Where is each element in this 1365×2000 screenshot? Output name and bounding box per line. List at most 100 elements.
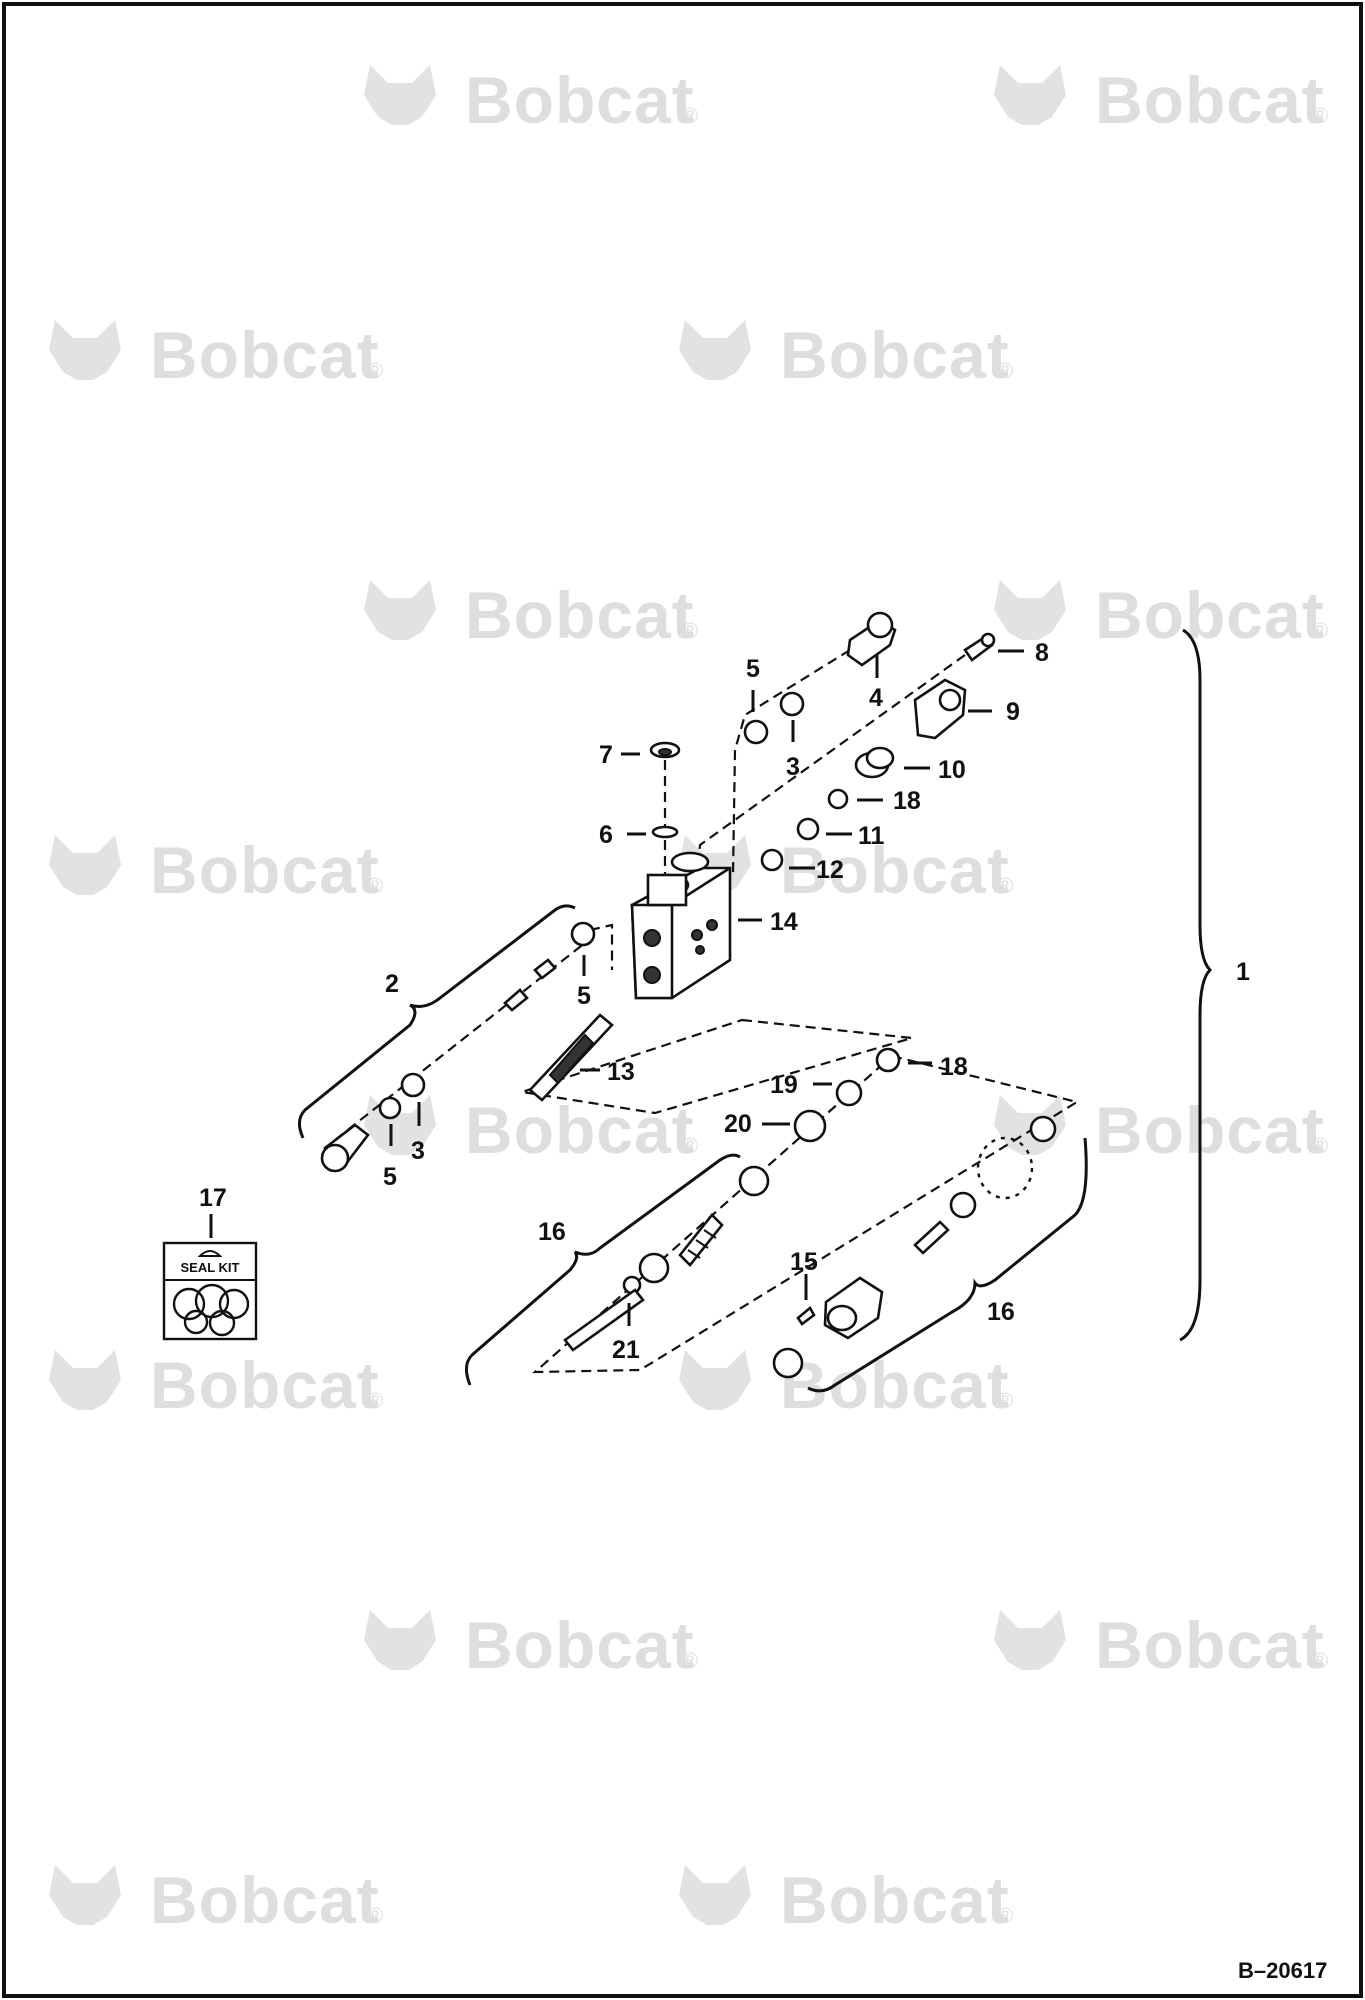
callout-13: 13 [607,1058,635,1086]
watermark-text: Bobcat [1095,1608,1325,1682]
washer-20 [793,1109,827,1143]
bobcat-watermark: Bobcat® [49,1348,383,1422]
bobcat-watermark: Bobcat® [679,833,1013,907]
callout-6: 6 [599,821,613,849]
spool-13 [528,1013,614,1102]
callout-1: 1 [1236,958,1250,986]
screw-8 [963,632,996,662]
watermark-text: Bobcat [150,1863,380,1937]
plug-lower [772,1347,804,1379]
watermark-registered-mark: ® [682,1133,698,1158]
bobcat-logo-icon [994,65,1066,125]
bobcat-logo-icon [364,65,436,125]
watermark-text: Bobcat [465,578,695,652]
watermark-text: Bobcat [465,1093,695,1167]
bobcat-watermark: Bobcat® [679,1348,1013,1422]
plug-10 [854,746,895,779]
seal-19 [835,1079,863,1107]
bobcat-logo-icon [49,320,121,380]
watermark-text: Bobcat [1095,63,1325,137]
callout-labels: 1 2 3 3 4 5 5 5 5 6 7 8 9 10 11 12 13 14… [199,639,1250,1364]
watermark-registered-mark: ® [682,618,698,643]
cap-9 [913,678,967,740]
oring-18-low [875,1047,901,1073]
callout-9: 9 [1006,698,1020,726]
bobcat-logo-icon [994,1610,1066,1670]
watermark-registered-mark: ® [367,358,383,383]
fitting-4 [846,611,897,667]
spring-right [913,1220,950,1255]
screw-15 [796,1306,816,1326]
callout-3-left: 3 [411,1137,425,1165]
bobcat-watermark: Bobcat® [994,578,1328,652]
spool-assembly-2 [503,958,557,1012]
callout-21: 21 [612,1336,640,1364]
bobcat-logo-icon [364,1610,436,1670]
bobcat-watermark: Bobcat® [679,1863,1013,1937]
callout-5-mid: 5 [577,982,591,1010]
oring-5-mid [570,921,596,947]
ring-11 [796,817,820,841]
end-cap-15 [823,1276,884,1340]
clip-6 [651,825,679,839]
bobcat-watermark: Bobcat® [49,1863,383,1937]
callout-10: 10 [938,756,966,784]
callout-5-top: 5 [746,655,760,683]
watermark-registered-mark: ® [997,1903,1013,1928]
watermark-text: Bobcat [1095,578,1325,652]
callout-14: 14 [770,908,798,936]
watermark-registered-mark: ® [1312,1133,1328,1158]
watermark-registered-mark: ® [997,873,1013,898]
watermark-layer: Bobcat®Bobcat®Bobcat®Bobcat®Bobcat®Bobca… [49,63,1328,1937]
bobcat-logo-icon [679,320,751,380]
watermark-registered-mark: ® [1312,103,1328,128]
bobcat-watermark: Bobcat® [364,578,698,652]
watermark-text: Bobcat [150,1348,380,1422]
callout-18-top: 18 [893,787,921,815]
callout-19: 19 [770,1071,798,1099]
callout-18-low: 18 [940,1053,968,1081]
watermark-registered-mark: ® [997,358,1013,383]
oring-18-top [827,788,849,810]
watermark-text: Bobcat [1095,1093,1325,1167]
bobcat-watermark: Bobcat® [994,1608,1328,1682]
bobcat-watermark: Bobcat® [994,63,1328,137]
bobcat-watermark: Bobcat® [364,1608,698,1682]
watermark-registered-mark: ® [682,103,698,128]
watermark-registered-mark: ® [1312,618,1328,643]
bobcat-logo-icon [49,1865,121,1925]
callout-20: 20 [724,1110,752,1138]
cap-upper [738,1165,770,1197]
watermark-text: Bobcat [465,63,695,137]
bobcat-logo-icon [679,1350,751,1410]
spring-upper [678,1213,724,1267]
seal-kit-17: SEAL KIT [162,1241,258,1341]
seat-lower [638,1252,670,1284]
watermark-text: Bobcat [780,1863,1010,1937]
washer-right [949,1191,977,1219]
callout-17: 17 [199,1184,227,1212]
oring-5-top [779,691,805,717]
bobcat-watermark: Bobcat® [364,63,698,137]
callout-15: 15 [790,1248,818,1276]
watermark-text: Bobcat [150,318,380,392]
bobcat-watermark: Bobcat® [49,318,383,392]
plug-left [320,1123,370,1173]
watermark-text: Bobcat [780,1348,1010,1422]
callout-5-left: 5 [383,1163,397,1191]
braces [298,628,1213,1393]
callout-12: 12 [816,856,844,884]
oring-12 [760,848,784,872]
callout-7: 7 [599,741,613,769]
oring-5-left [378,1096,402,1120]
callout-4: 4 [869,684,883,712]
watermark-registered-mark: ® [997,1388,1013,1413]
bobcat-logo-icon [364,580,436,640]
watermark-registered-mark: ® [682,1648,698,1673]
callout-11: 11 [858,822,885,850]
bolt-circle [976,1136,1034,1200]
bobcat-logo-icon [49,835,121,895]
watermark-text: Bobcat [150,833,380,907]
